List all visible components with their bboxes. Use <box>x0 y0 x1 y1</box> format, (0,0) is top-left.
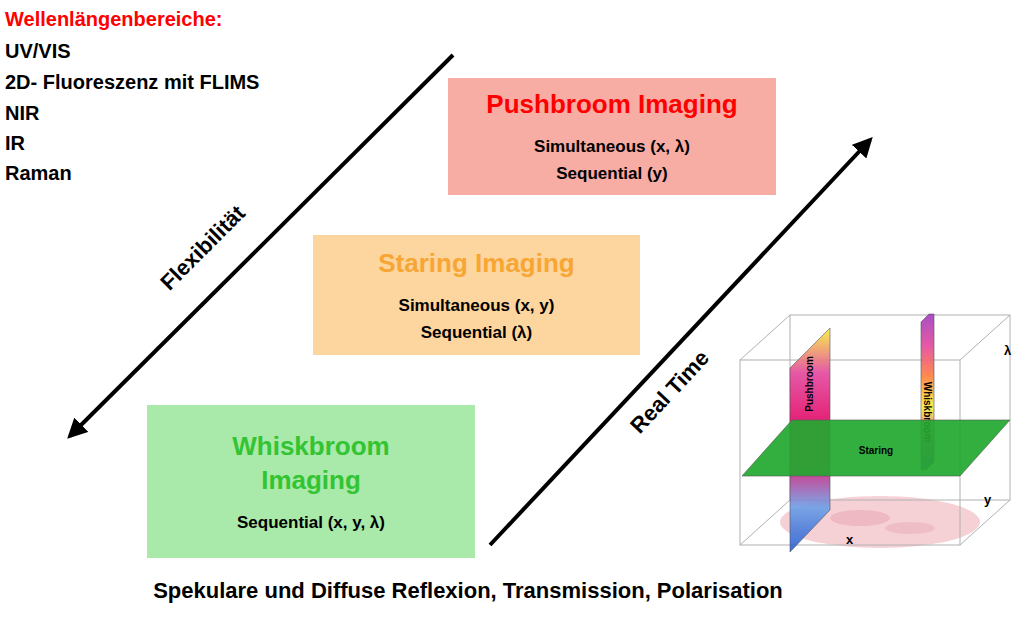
axis-letter: x <box>846 532 853 547</box>
staring-plane: Staring <box>740 418 1012 478</box>
axis-letter: y <box>984 492 991 507</box>
cube-illustration <box>740 315 1010 548</box>
box-line: Sequential (λ) <box>421 322 532 343</box>
wavelength-item: UV/VIS <box>5 40 71 63</box>
box-line: Simultaneous (x, λ) <box>534 136 690 157</box>
process-box: Pushbroom ImagingSimultaneous (x, λ) Sequ… <box>448 78 776 195</box>
process-box: Whiskbroom ImagingSequential (x, y, λ) <box>147 405 475 558</box>
box-title: Pushbroom Imaging <box>486 88 737 122</box>
box-title: Whiskbroom Imaging <box>211 430 411 498</box>
axis-letter: λ <box>1004 343 1011 358</box>
process-box: Staring ImagingSimultaneous (x, y) Sequen… <box>313 235 640 355</box>
wavelength-item: NIR <box>5 102 39 125</box>
shape-label: Pushbroom <box>804 356 815 412</box>
wavelength-item: IR <box>5 132 25 155</box>
caption: Spekulare und Diffuse Reflexion, Transmi… <box>0 578 936 604</box>
wavelength-item: Raman <box>5 162 72 185</box>
box-line: Simultaneous (x, y) <box>399 295 555 316</box>
list-heading: Wellenlängenbereiche: <box>5 8 222 31</box>
box-title: Staring Imaging <box>378 247 574 281</box>
axis-label: Real Time <box>625 345 715 438</box>
axis-label: Flexibilität <box>155 200 250 295</box>
wavelength-item: 2D- Fluoreszenz mit FLIMS <box>5 71 259 94</box>
box-line: Sequential (x, y, λ) <box>237 512 385 533</box>
shape-label: Staring <box>859 444 893 455</box>
box-line: Sequential (y) <box>556 163 667 184</box>
